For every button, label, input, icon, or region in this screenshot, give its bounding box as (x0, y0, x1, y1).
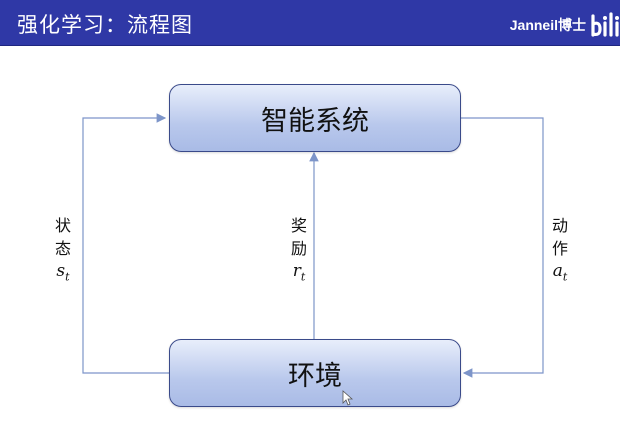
state-label: 状态 st (50, 214, 76, 288)
action-label: 动作 at (547, 214, 573, 288)
environment-node-label: 环境 (288, 360, 342, 392)
agent-node-label: 智能系统 (261, 105, 369, 137)
state-symbol: st (56, 261, 70, 284)
brand-watermark: Janneil博士 (509, 17, 586, 33)
mouse-cursor-icon (342, 390, 354, 406)
page-title: 强化学习：流程图 (17, 13, 193, 37)
reward-text: 奖励 (291, 216, 308, 258)
reward-label: 奖励 rt (286, 214, 312, 288)
bilibili-logo-icon (591, 12, 619, 37)
action-symbol: at (552, 261, 568, 284)
reward-symbol: rt (292, 261, 306, 284)
action-text: 动作 (552, 216, 569, 258)
state-arrow (82, 113, 169, 374)
state-text: 状态 (55, 216, 72, 258)
environment-node: 环境 (169, 339, 461, 407)
header-bar: 强化学习：流程图 Janneil博士 (0, 0, 620, 46)
action-arrow (459, 117, 544, 378)
agent-node: 智能系统 (169, 84, 461, 152)
